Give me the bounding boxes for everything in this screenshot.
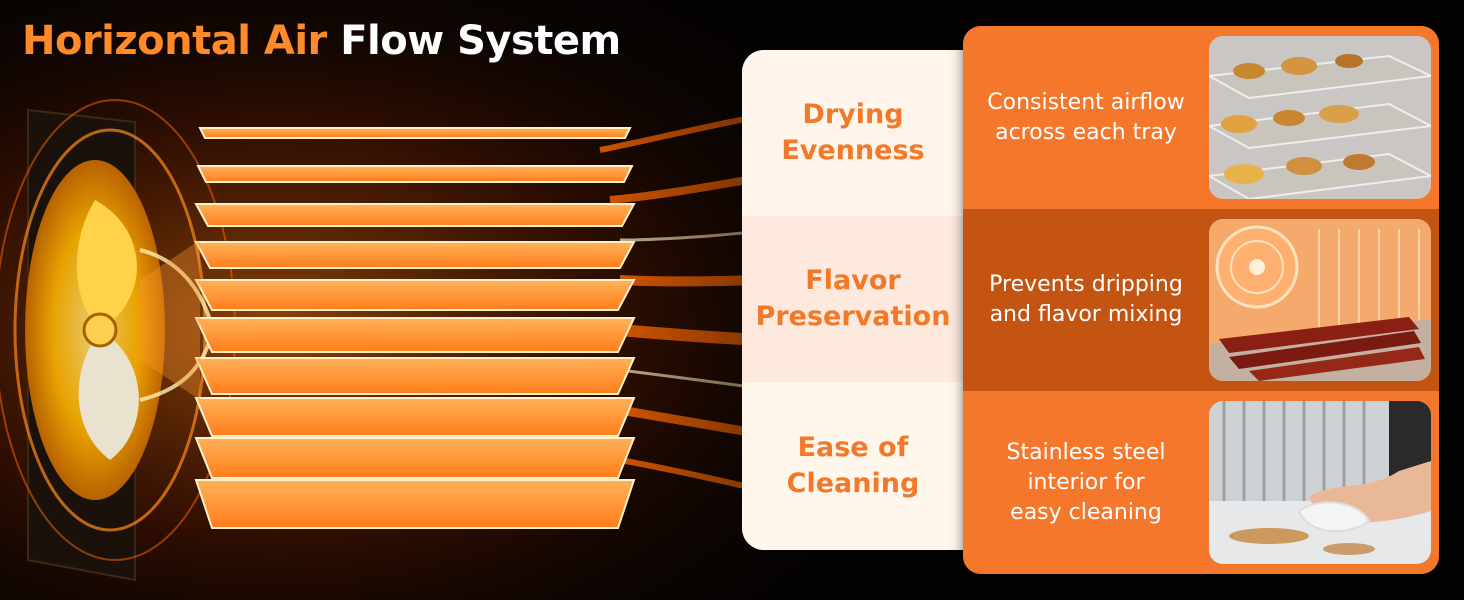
title-accent: Horizontal Air [22,18,327,64]
title-rest: Flow System [340,18,621,64]
feature-label-text: Drying Evenness [781,99,925,166]
tray [194,357,636,395]
feature-row-cleaning: Stainless steel interior for easy cleani… [963,391,1439,574]
feature-description-text: Stainless steel interior for easy cleani… [1006,439,1166,525]
feature-row-flavor: Prevents dripping and flavor mixing [963,209,1439,391]
tray [194,279,636,311]
feature-description-text: Prevents dripping and flavor mixing [989,272,1183,327]
feature-description: Consistent airflow across each tray [963,26,1209,209]
tray [194,479,636,529]
trays [194,127,636,529]
feature-label-flavor: Flavor Preservation [742,216,992,382]
feature-description: Prevents dripping and flavor mixing [963,209,1209,391]
tray [198,127,632,139]
jerky-tray-with-fan-photo [1209,219,1431,381]
tray [194,203,636,227]
fan-assembly [0,99,236,582]
feature-description: Stainless steel interior for easy cleani… [963,391,1209,574]
feature-label-text: Ease of Cleaning [786,432,920,499]
feature-labels-column: Drying Evenness Flavor Preservation Ease… [742,50,992,550]
tray [194,397,636,437]
wiping-interior-photo [1209,401,1431,564]
feature-label-cleaning: Ease of Cleaning [742,382,992,550]
page-title: Horizontal Air Flow System [22,18,621,64]
feature-row-drying: Consistent airflow across each tray [963,26,1439,209]
tray [194,437,636,479]
feature-label-text: Flavor Preservation [755,265,951,332]
feature-descriptions-panel: Consistent airflow across each tray [963,26,1439,574]
tray [194,241,636,269]
tray [196,165,634,183]
feature-description-text: Consistent airflow across each tray [987,89,1185,145]
dried-fruit-trays-photo [1209,36,1431,199]
tray [194,317,636,353]
feature-label-drying: Drying Evenness [742,50,992,216]
